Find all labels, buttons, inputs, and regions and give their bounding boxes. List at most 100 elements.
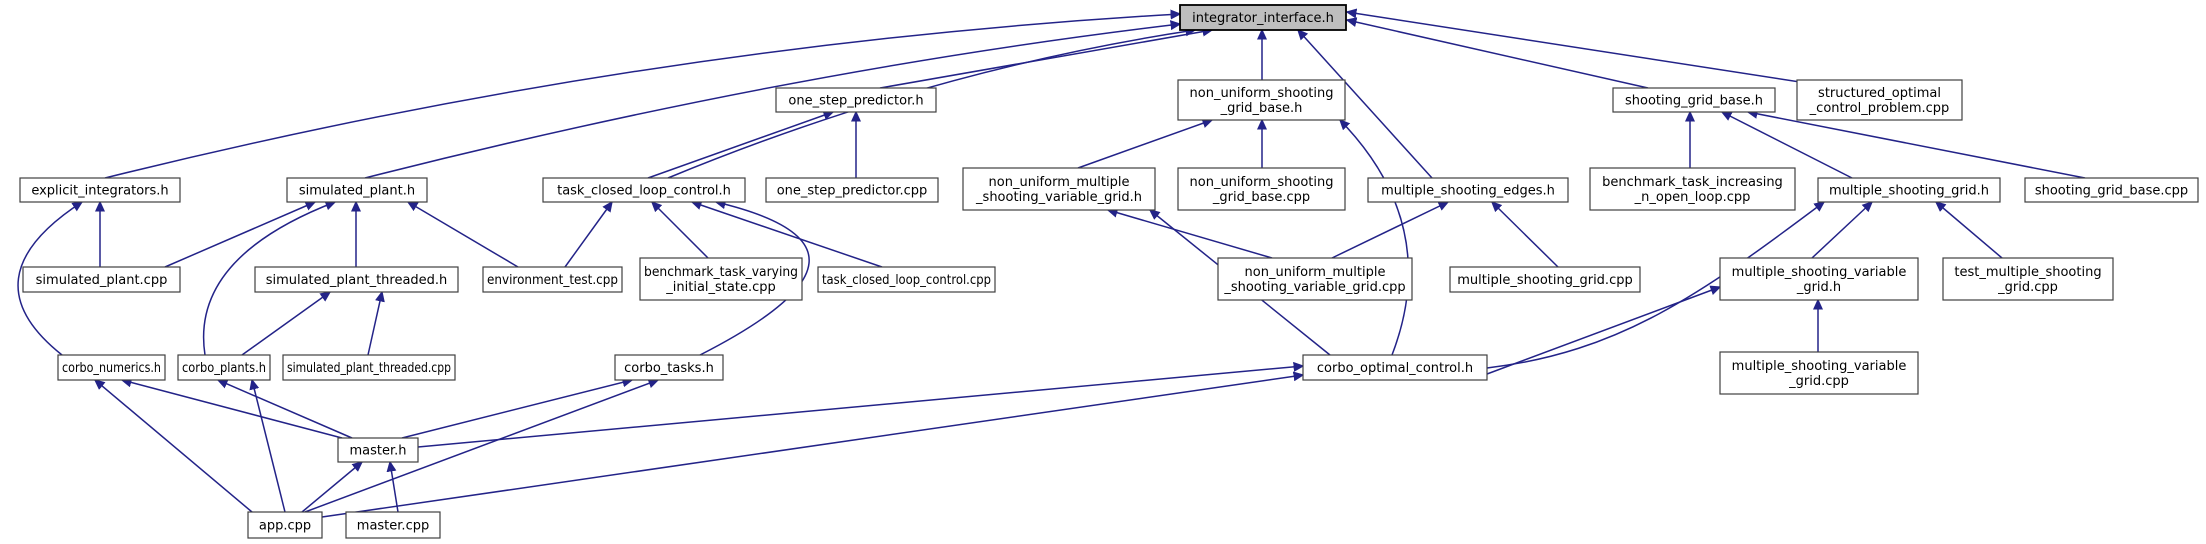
- include-edge-multiple-shooting-edges-h-to-integrator-interface-h: [1296, 28, 1433, 179]
- graph-node-benchmark-task-varying-initial-state-cpp[interactable]: benchmark_task_varying_initial_state.cpp: [639, 257, 803, 301]
- node-box[interactable]: [1719, 257, 1919, 301]
- graph-node-one-step-predictor-cpp[interactable]: one_step_predictor.cpp: [765, 177, 939, 203]
- include-edge-master-h-to-corbo-optimal-control-h: [417, 361, 1305, 448]
- graph-node-simulated-plant-threaded-cpp[interactable]: simulated_plant_threaded.cpp: [282, 354, 456, 381]
- node-box[interactable]: [282, 354, 456, 381]
- node-label: corbo_optimal_control.h: [1317, 361, 1473, 376]
- include-edge-task-closed-loop-control-cpp-to-task-closed-loop-control-h: [690, 200, 883, 268]
- include-edge-corbo-optimal-control-h-to-multiple-shooting-grid-h: [1486, 201, 1826, 369]
- graph-node-simulated-plant-threaded-h[interactable]: simulated_plant_threaded.h: [254, 266, 459, 293]
- node-box[interactable]: [337, 437, 419, 463]
- include-edge-multiple-shooting-grid-h-to-shooting-grid-base-h: [1720, 111, 1853, 179]
- graph-node-corbo-plants-h[interactable]: corbo_plants.h: [177, 354, 271, 381]
- node-box[interactable]: [614, 354, 724, 381]
- node-box[interactable]: [2024, 177, 2199, 203]
- node-box[interactable]: [247, 511, 323, 539]
- node-box[interactable]: [817, 266, 996, 293]
- graph-node-corbo-optimal-control-h[interactable]: corbo_optimal_control.h: [1302, 354, 1488, 381]
- include-edge-simulated-plant-h-to-integrator-interface-h: [364, 20, 1182, 179]
- graph-node-multiple-shooting-grid-cpp[interactable]: multiple_shooting_grid.cpp: [1449, 266, 1641, 293]
- graph-node-simulated-plant-h[interactable]: simulated_plant.h: [286, 177, 428, 203]
- graph-node-one-step-predictor-h[interactable]: one_step_predictor.h: [775, 87, 937, 113]
- node-box[interactable]: [639, 257, 803, 301]
- node-box[interactable]: [177, 354, 271, 381]
- include-edge-multiple-shooting-variable-grid-h-to-multiple-shooting-grid-h: [1811, 200, 1874, 259]
- node-box[interactable]: [1942, 257, 2114, 301]
- node-box[interactable]: [22, 266, 181, 293]
- node-label: simulated_plant_threaded.cpp: [287, 361, 451, 376]
- node-label: simulated_plant.cpp: [36, 273, 168, 288]
- graph-node-multiple-shooting-grid-h[interactable]: multiple_shooting_grid.h: [1817, 177, 2001, 203]
- node-label: test_multiple_shooting: [1954, 265, 2101, 280]
- include-edge-shooting-grid-base-cpp-to-shooting-grid-base-h: [1746, 108, 2086, 179]
- node-box[interactable]: [1217, 257, 1413, 301]
- node-label: non_uniform_multiple: [1245, 265, 1386, 280]
- node-box[interactable]: [542, 177, 746, 203]
- node-label: simulated_plant_threaded.h: [266, 273, 448, 288]
- include-edge-app-cpp-to-corbo-optimal-control-h: [321, 371, 1305, 518]
- node-box[interactable]: [775, 87, 937, 113]
- node-box[interactable]: [482, 266, 623, 293]
- include-edge-multiple-shooting-grid-cpp-to-multiple-shooting-edges-h: [1490, 200, 1559, 268]
- node-box[interactable]: [57, 354, 166, 381]
- node-label: master.h: [349, 444, 406, 459]
- graph-node-non-uniform-shooting-grid-base-cpp[interactable]: non_uniform_shooting_grid_base.cpp: [1177, 167, 1346, 211]
- node-label: corbo_tasks.h: [624, 361, 714, 376]
- include-edge-master-cpp-to-master-h: [386, 460, 399, 513]
- include-edge-app-cpp-to-corbo-tasks-h: [304, 378, 660, 513]
- graph-node-explicit-integrators-h[interactable]: explicit_integrators.h: [19, 177, 181, 203]
- node-label: _grid.cpp: [1788, 374, 1849, 389]
- graph-node-non-uniform-multiple-shooting-variable-grid-cpp[interactable]: non_uniform_multiple_shooting_variable_g…: [1217, 257, 1413, 301]
- node-box[interactable]: [1589, 167, 1796, 211]
- node-box[interactable]: [1177, 167, 1346, 211]
- node-box[interactable]: [1302, 354, 1488, 381]
- graph-node-shooting-grid-base-h[interactable]: shooting_grid_base.h: [1612, 87, 1776, 113]
- node-box[interactable]: [765, 177, 939, 203]
- nodes-layer: integrator_interface.h one_step_predictor…: [19, 4, 2199, 539]
- graph-node-simulated-plant-cpp[interactable]: simulated_plant.cpp: [22, 266, 181, 293]
- include-edge-benchmark-task-varying-initial-state-cpp-to-task-closed-loop-control-h: [650, 200, 709, 259]
- graph-node-corbo-numerics-h[interactable]: corbo_numerics.h: [57, 354, 166, 381]
- graph-node-environment-test-cpp[interactable]: environment_test.cpp: [482, 266, 623, 293]
- graph-node-non-uniform-multiple-shooting-variable-grid-h[interactable]: non_uniform_multiple_shooting_variable_g…: [962, 167, 1156, 211]
- graph-node-test-multiple-shooting-grid-cpp[interactable]: test_multiple_shooting_grid.cpp: [1942, 257, 2114, 301]
- graph-node-app-cpp[interactable]: app.cpp: [247, 511, 323, 539]
- node-box[interactable]: [254, 266, 459, 293]
- node-box[interactable]: [1177, 79, 1346, 121]
- node-box[interactable]: [1367, 177, 1569, 203]
- include-edge-test-multiple-shooting-grid-cpp-to-multiple-shooting-grid-h: [1934, 201, 2003, 259]
- include-edge-corbo-plants-h-to-simulated-plant-threaded-h: [241, 291, 332, 356]
- node-label: corbo_plants.h: [182, 361, 266, 376]
- node-box[interactable]: [962, 167, 1156, 211]
- graph-node-shooting-grid-base-cpp[interactable]: shooting_grid_base.cpp: [2024, 177, 2199, 203]
- node-box[interactable]: [19, 177, 181, 203]
- node-label: benchmark_task_increasing: [1602, 175, 1783, 190]
- node-label: structured_optimal: [1818, 86, 1941, 101]
- node-box[interactable]: [1796, 79, 1963, 121]
- graph-node-benchmark-task-increasing-n-open-loop-cpp[interactable]: benchmark_task_increasing_n_open_loop.cp…: [1589, 167, 1796, 211]
- graph-node-corbo-tasks-h[interactable]: corbo_tasks.h: [614, 354, 724, 381]
- graph-node-task-closed-loop-control-h[interactable]: task_closed_loop_control.h: [542, 177, 746, 203]
- node-label: integrator_interface.h: [1192, 11, 1334, 26]
- node-box[interactable]: [1612, 87, 1776, 113]
- graph-node-non-uniform-shooting-grid-base-h[interactable]: non_uniform_shooting_grid_base.h: [1177, 79, 1346, 121]
- graph-node-multiple-shooting-variable-grid-h[interactable]: multiple_shooting_variable_grid.h: [1719, 257, 1919, 301]
- graph-node-master-cpp[interactable]: master.cpp: [345, 511, 441, 539]
- node-box[interactable]: [1719, 351, 1919, 395]
- include-edge-app-cpp-to-corbo-numerics-h: [93, 379, 253, 513]
- graph-node-multiple-shooting-edges-h[interactable]: multiple_shooting_edges.h: [1367, 177, 1569, 203]
- include-edge-non-uniform-multiple-shooting-variable-grid-cpp-to-non-uniform-multiple-shooting-variable-grid-h: [1106, 207, 1273, 259]
- graph-node-master-h[interactable]: master.h: [337, 437, 419, 463]
- node-label: non_uniform_multiple: [989, 175, 1130, 190]
- node-box[interactable]: [286, 177, 428, 203]
- node-label: _shooting_variable_grid.cpp: [1223, 280, 1405, 295]
- node-label: multiple_shooting_grid.cpp: [1457, 273, 1632, 288]
- graph-node-multiple-shooting-variable-grid-cpp[interactable]: multiple_shooting_variable_grid.cpp: [1719, 351, 1919, 395]
- node-box[interactable]: [1449, 266, 1641, 293]
- node-box[interactable]: [1817, 177, 2001, 203]
- graph-node-task-closed-loop-control-cpp[interactable]: task_closed_loop_control.cpp: [817, 266, 996, 293]
- node-label: explicit_integrators.h: [31, 184, 168, 199]
- graph-node-structured-optimal-control-problem-cpp[interactable]: structured_optimal_control_problem.cpp: [1796, 79, 1963, 121]
- include-edge-explicit-integrators-h-to-integrator-interface-h: [104, 9, 1182, 179]
- node-box[interactable]: [345, 511, 441, 539]
